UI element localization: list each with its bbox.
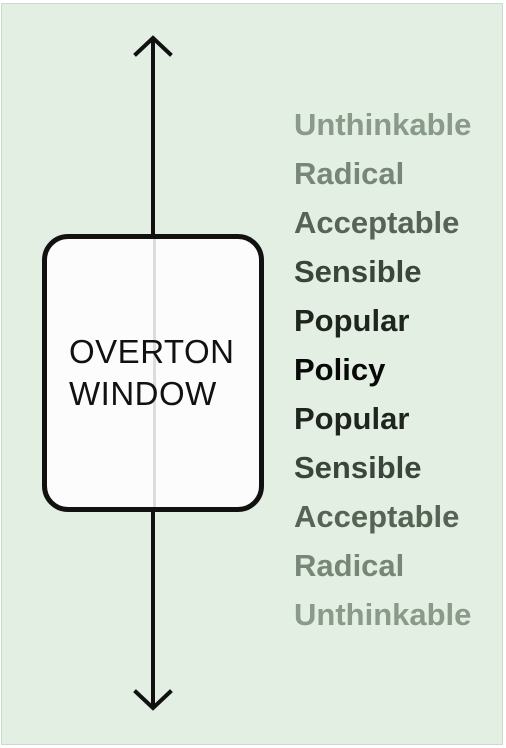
scale-item-acceptable: Acceptable bbox=[294, 205, 460, 240]
scale-item-radical: Radical bbox=[294, 548, 405, 583]
scale-item-policy: Policy bbox=[294, 352, 386, 387]
scale-item-unthinkable: Unthinkable bbox=[294, 107, 472, 142]
scale-item-popular: Popular bbox=[294, 303, 410, 338]
scale-item-sensible: Sensible bbox=[294, 254, 422, 289]
window-label-line-1: OVERTON bbox=[69, 333, 235, 370]
overton-window-box: OVERTON WINDOW bbox=[42, 234, 264, 512]
window-label-line-2: WINDOW bbox=[69, 375, 217, 412]
axis-through-window bbox=[153, 239, 156, 507]
scale-item-unthinkable: Unthinkable bbox=[294, 597, 472, 632]
scale-item-popular: Popular bbox=[294, 401, 410, 436]
window-label: OVERTON WINDOW bbox=[69, 331, 235, 415]
scale-item-radical: Radical bbox=[294, 156, 405, 191]
arrow-up-icon bbox=[133, 35, 173, 57]
arrow-down-icon bbox=[133, 689, 173, 711]
scale-item-sensible: Sensible bbox=[294, 450, 422, 485]
scale-item-acceptable: Acceptable bbox=[294, 499, 460, 534]
